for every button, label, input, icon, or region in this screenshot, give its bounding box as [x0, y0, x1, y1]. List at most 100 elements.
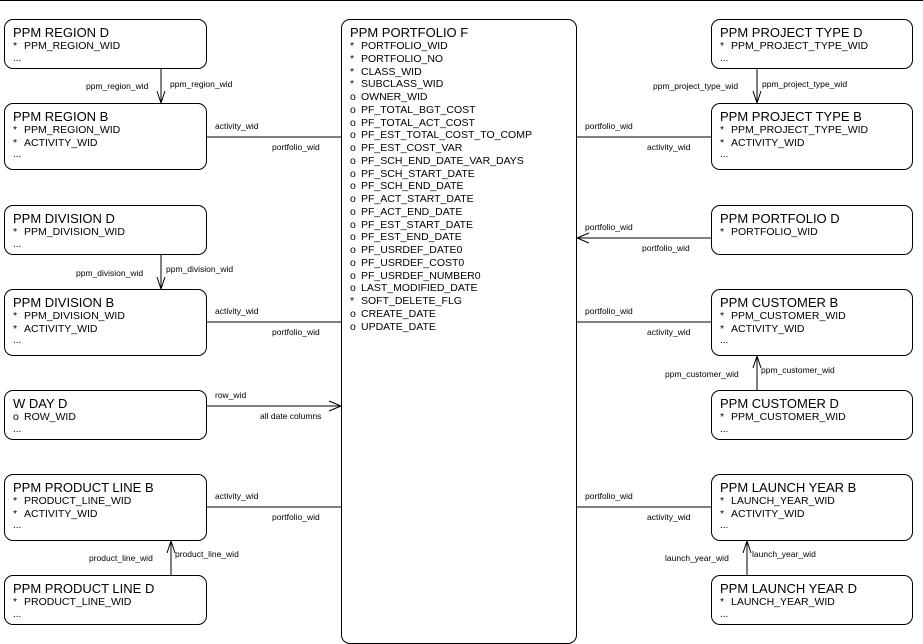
- attribute-name: CLASS_WID: [361, 65, 422, 78]
- attribute-marker: *: [720, 495, 725, 507]
- rel-label-project-type-fact: portfolio_wid: [585, 121, 633, 131]
- attribute-marker: o: [350, 116, 356, 129]
- more-attributes: ...: [13, 238, 22, 250]
- attribute-name: ACTIVITY_WID: [24, 322, 98, 335]
- attribute-marker: *: [720, 310, 725, 322]
- entity-ppm-launch-year-b[interactable]: PPM LAUNCH YEAR B *LAUNCH_YEAR_WID*ACTIV…: [711, 474, 913, 541]
- attribute-name: PF_TOTAL_BGT_COST: [361, 103, 476, 116]
- entity-ppm-project-type-b[interactable]: PPM PROJECT TYPE B *PPM_PROJECT_TYPE_WID…: [711, 103, 913, 170]
- attribute-name: PPM_CUSTOMER_WID: [731, 310, 846, 322]
- more-attributes: ...: [13, 335, 22, 347]
- more-attributes: ...: [13, 149, 22, 161]
- attribute-name: OWNER_WID: [361, 91, 428, 103]
- entity-ppm-region-d[interactable]: PPM REGION D *PPM_REGION_WID ...: [4, 19, 207, 69]
- attribute-marker: o: [13, 411, 19, 423]
- entity-ppm-portfolio-d[interactable]: PPM PORTFOLIO D *PORTFOLIO_WID: [711, 205, 913, 255]
- entity-ppm-project-type-d[interactable]: PPM PROJECT TYPE D *PPM_PROJECT_TYPE_WID…: [711, 19, 913, 69]
- entity-ppm-region-b[interactable]: PPM REGION B *PPM_REGION_WID*ACTIVITY_WI…: [4, 103, 207, 170]
- attribute-row: *SOFT_DELETE_FLG: [350, 295, 576, 308]
- attribute-name: UPDATE_DATE: [361, 320, 436, 333]
- entity-title: PPM PORTFOLIO D: [720, 211, 840, 226]
- rel-label-launch-year-fact: portfolio_wid: [585, 491, 633, 501]
- attribute-marker: *: [13, 40, 18, 52]
- entity-ppm-division-d[interactable]: PPM DIVISION D *PPM_DIVISION_WID ...: [4, 205, 207, 255]
- entity-ppm-customer-d[interactable]: PPM CUSTOMER D *PPM_CUSTOMER_WID ...: [711, 390, 913, 440]
- rel-label-customer-child: ppm_customer_wid: [761, 365, 835, 375]
- entity-ppm-launch-year-d[interactable]: PPM LAUNCH YEAR D *LAUNCH_YEAR_WID ...: [711, 575, 913, 625]
- entity-ppm-customer-b[interactable]: PPM CUSTOMER B * PPM_CUSTOMER_WID*ACTIVIT…: [711, 289, 913, 356]
- entity-title: PPM CUSTOMER B: [720, 295, 839, 310]
- attribute-row: *PPM_REGION_WID: [13, 40, 206, 53]
- attribute-name: PPM_DIVISION_WID: [24, 226, 125, 238]
- attribute-marker: o: [350, 218, 356, 231]
- attribute-marker: *: [13, 495, 18, 507]
- crowfoot-customer-b: [752, 354, 762, 369]
- more-attributes: ...: [720, 608, 729, 620]
- attribute-name: PF_EST_TOTAL_COST_TO_COMP: [361, 129, 532, 142]
- attribute-name: PORTFOLIO_WID: [731, 226, 818, 238]
- entity-title: PPM LAUNCH YEAR D: [720, 581, 858, 596]
- attribute-name: PPM_REGION_WID: [24, 124, 121, 136]
- attribute-marker: *: [13, 310, 18, 322]
- attribute-name: PF_USRDEF_NUMBER0: [361, 269, 481, 282]
- more-attributes: ...: [720, 149, 729, 161]
- rel-label-division-child: ppm_division_wid: [166, 264, 234, 274]
- attribute-marker: *: [350, 52, 355, 65]
- rel-label-customer-parent: ppm_customer_wid: [665, 369, 739, 379]
- attribute-marker: o: [350, 154, 356, 167]
- entity-ppm-product-line-b[interactable]: PPM PRODUCT LINE B *PRODUCT_LINE_WID*ACT…: [4, 474, 207, 541]
- attribute-marker: o: [350, 167, 356, 180]
- entity-title: PPM PRODUCT LINE D: [13, 581, 155, 596]
- attribute-list: *PPM_REGION_WID: [13, 40, 206, 53]
- attribute-name: PPM_PROJECT_TYPE_WID: [731, 40, 869, 52]
- attribute-row: *ACTIVITY_WID: [720, 137, 912, 150]
- attribute-marker: *: [720, 596, 725, 608]
- attribute-marker: o: [350, 180, 356, 193]
- attribute-row: *ACTIVITY_WID: [720, 323, 912, 336]
- attribute-marker: *: [13, 136, 18, 149]
- attribute-name: LAST_MODIFIED_DATE: [361, 282, 478, 295]
- attribute-marker: *: [13, 322, 18, 335]
- attribute-name: SUBCLASS_WID: [361, 78, 444, 91]
- entity-title: PPM CUSTOMER D: [720, 396, 839, 411]
- attribute-marker: *: [720, 507, 725, 520]
- attribute-list: *PPM_DIVISION_WID: [13, 226, 206, 239]
- entity-ppm-product-line-d[interactable]: PPM PRODUCT LINE D *PRODUCT_LINE_WID ...: [4, 575, 207, 625]
- attribute-list: *PPM_PROJECT_TYPE_WID: [720, 40, 912, 53]
- attribute-row: *PORTFOLIO_NO: [350, 53, 576, 66]
- attribute-marker: o: [350, 244, 356, 256]
- entity-ppm-division-b[interactable]: PPM DIVISION B *PPM_DIVISION_WID*ACTIVIT…: [4, 289, 207, 356]
- rel-label-customer-bridge: activity_wid: [647, 327, 691, 337]
- more-attributes: ...: [13, 520, 22, 532]
- attribute-marker: *: [720, 136, 725, 149]
- attribute-row: *CLASS_WID: [350, 66, 576, 79]
- crowfoot-product-line-b: [166, 539, 176, 554]
- rel-label-product-line-parent: product_line_wid: [89, 553, 153, 563]
- attribute-list: * PPM_CUSTOMER_WID*ACTIVITY_WID: [720, 310, 912, 335]
- entity-title: PPM LAUNCH YEAR B: [720, 480, 857, 495]
- entity-title: PPM DIVISION D: [13, 211, 115, 226]
- attribute-row: *PPM_REGION_WID: [13, 124, 206, 137]
- entity-ppm-portfolio-f[interactable]: PPM PORTFOLIO F *PORTFOLIO_WID*PORTFOLIO…: [341, 19, 577, 644]
- attribute-row: *PPM_CUSTOMER_WID: [720, 411, 912, 424]
- attribute-name: PF_EST_END_DATE: [361, 231, 462, 244]
- attribute-marker: *: [720, 322, 725, 335]
- attribute-marker: o: [350, 256, 356, 269]
- attribute-name: PF_SCH_START_DATE: [361, 167, 475, 180]
- rel-label-portfolio-fact: portfolio_wid: [585, 222, 633, 232]
- attribute-marker: o: [350, 307, 356, 320]
- rel-label-launch-year-child: launch_year_wid: [752, 549, 816, 559]
- attribute-marker: o: [350, 205, 356, 218]
